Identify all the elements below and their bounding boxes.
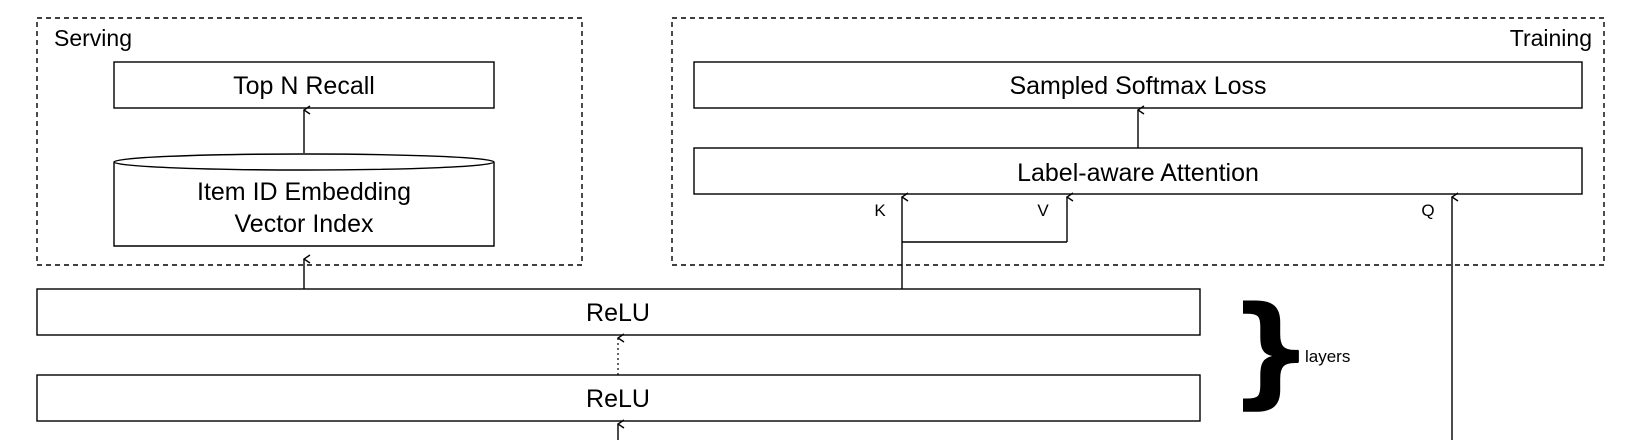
relu-upper-box: ReLU (36, 288, 1201, 336)
serving-label: Serving (54, 25, 132, 51)
port-k-label: K (874, 201, 886, 220)
training-label: Training (1510, 25, 1592, 51)
top-n-recall-box: Top N Recall (113, 61, 495, 109)
port-q-label: Q (1421, 201, 1434, 220)
sampled-softmax-loss-box: Sampled Softmax Loss (693, 61, 1583, 109)
h-layers-brace: } (1228, 282, 1313, 421)
label-aware-attention-box: Label-aware Attention (693, 147, 1583, 195)
training-region: Training (671, 17, 1605, 266)
port-v-label: V (1037, 201, 1049, 220)
item-index-label-line1: Item ID Embedding (197, 178, 411, 206)
top-n-recall-label: Top N Recall (233, 72, 375, 100)
relu-lower-box: ReLU (36, 374, 1201, 422)
item-index-label-line2: Vector Index (235, 210, 374, 238)
label-aware-attention-label: Label-aware Attention (1017, 159, 1259, 187)
serving-region: Serving (36, 17, 583, 266)
kv-connector (902, 197, 1067, 289)
relu-lower-label: ReLU (586, 385, 650, 413)
item-embedding-index-cylinder: Item ID Embedding Vector Index (113, 153, 495, 247)
sampled-softmax-loss-label: Sampled Softmax Loss (1009, 72, 1266, 100)
h-layers-label: H layers (1288, 347, 1350, 366)
relu-upper-label: ReLU (586, 299, 650, 327)
